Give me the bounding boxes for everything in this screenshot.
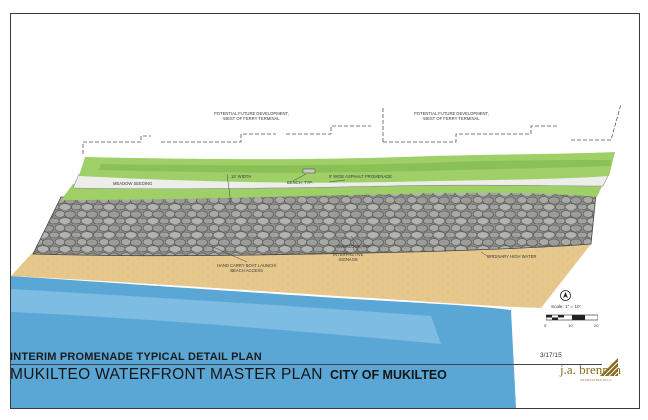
scale-tick-20: 20'	[594, 323, 600, 328]
water-highlight	[11, 289, 441, 344]
drawing-title: MUKILTEO WATERFRONT MASTER PLAN	[10, 366, 323, 383]
callout-promenade: 8' WIDE ASPHALT PROMENADE	[329, 174, 393, 179]
callout-width: 15' WIDTH	[231, 174, 252, 179]
callout-future-development-right: POTENTIAL FUTURE DEVELOPMENT, WEST OF FE…	[414, 111, 489, 122]
firm-logo-icon	[600, 358, 619, 377]
callout-future-development-left: POTENTIAL FUTURE DEVELOPMENT, WEST OF FE…	[214, 111, 289, 122]
callout-high-water: ORDINARY HIGH WATER	[487, 254, 537, 259]
future-development-line	[82, 103, 622, 154]
callout-bench: BENCH, TYP.	[287, 180, 313, 185]
grass-upper-dark	[99, 160, 611, 173]
site-plan-drawing	[11, 103, 622, 408]
drawing-subtitle: INTERIM PROMENADE TYPICAL DETAIL PLAN	[10, 351, 262, 363]
title-divider	[10, 364, 602, 365]
beach-sand	[11, 244, 591, 308]
scale-label: Scale: 1" = 10'	[551, 304, 581, 309]
callout-meadow-seeding: MEADOW SEEDING	[113, 181, 153, 186]
scale-tick-10: 10'	[568, 323, 574, 328]
bench-symbol	[302, 168, 316, 174]
callout-overlook: OVERLOOK, TYP.	[337, 244, 372, 249]
callout-leaders	[210, 173, 490, 263]
scale-bar	[546, 314, 598, 321]
drawing-sheet: POTENTIAL FUTURE DEVELOPMENT, WEST OF FE…	[10, 13, 640, 409]
client-name: CITY OF MUKILTEO	[330, 368, 447, 382]
scale-tick-0: 0'	[544, 323, 547, 328]
north-arrow-icon	[560, 290, 571, 301]
drawing-date: 3/17/15	[540, 352, 562, 359]
callout-boat-launch: HAND CARRY BOAT LAUNCH/ BEACH ACCESS	[217, 263, 277, 274]
callout-interpretive-signage: INTERPRETIVE SIGNAGE	[333, 252, 364, 263]
firm-subtitle: ASSOCIATES PLLC	[580, 378, 612, 382]
